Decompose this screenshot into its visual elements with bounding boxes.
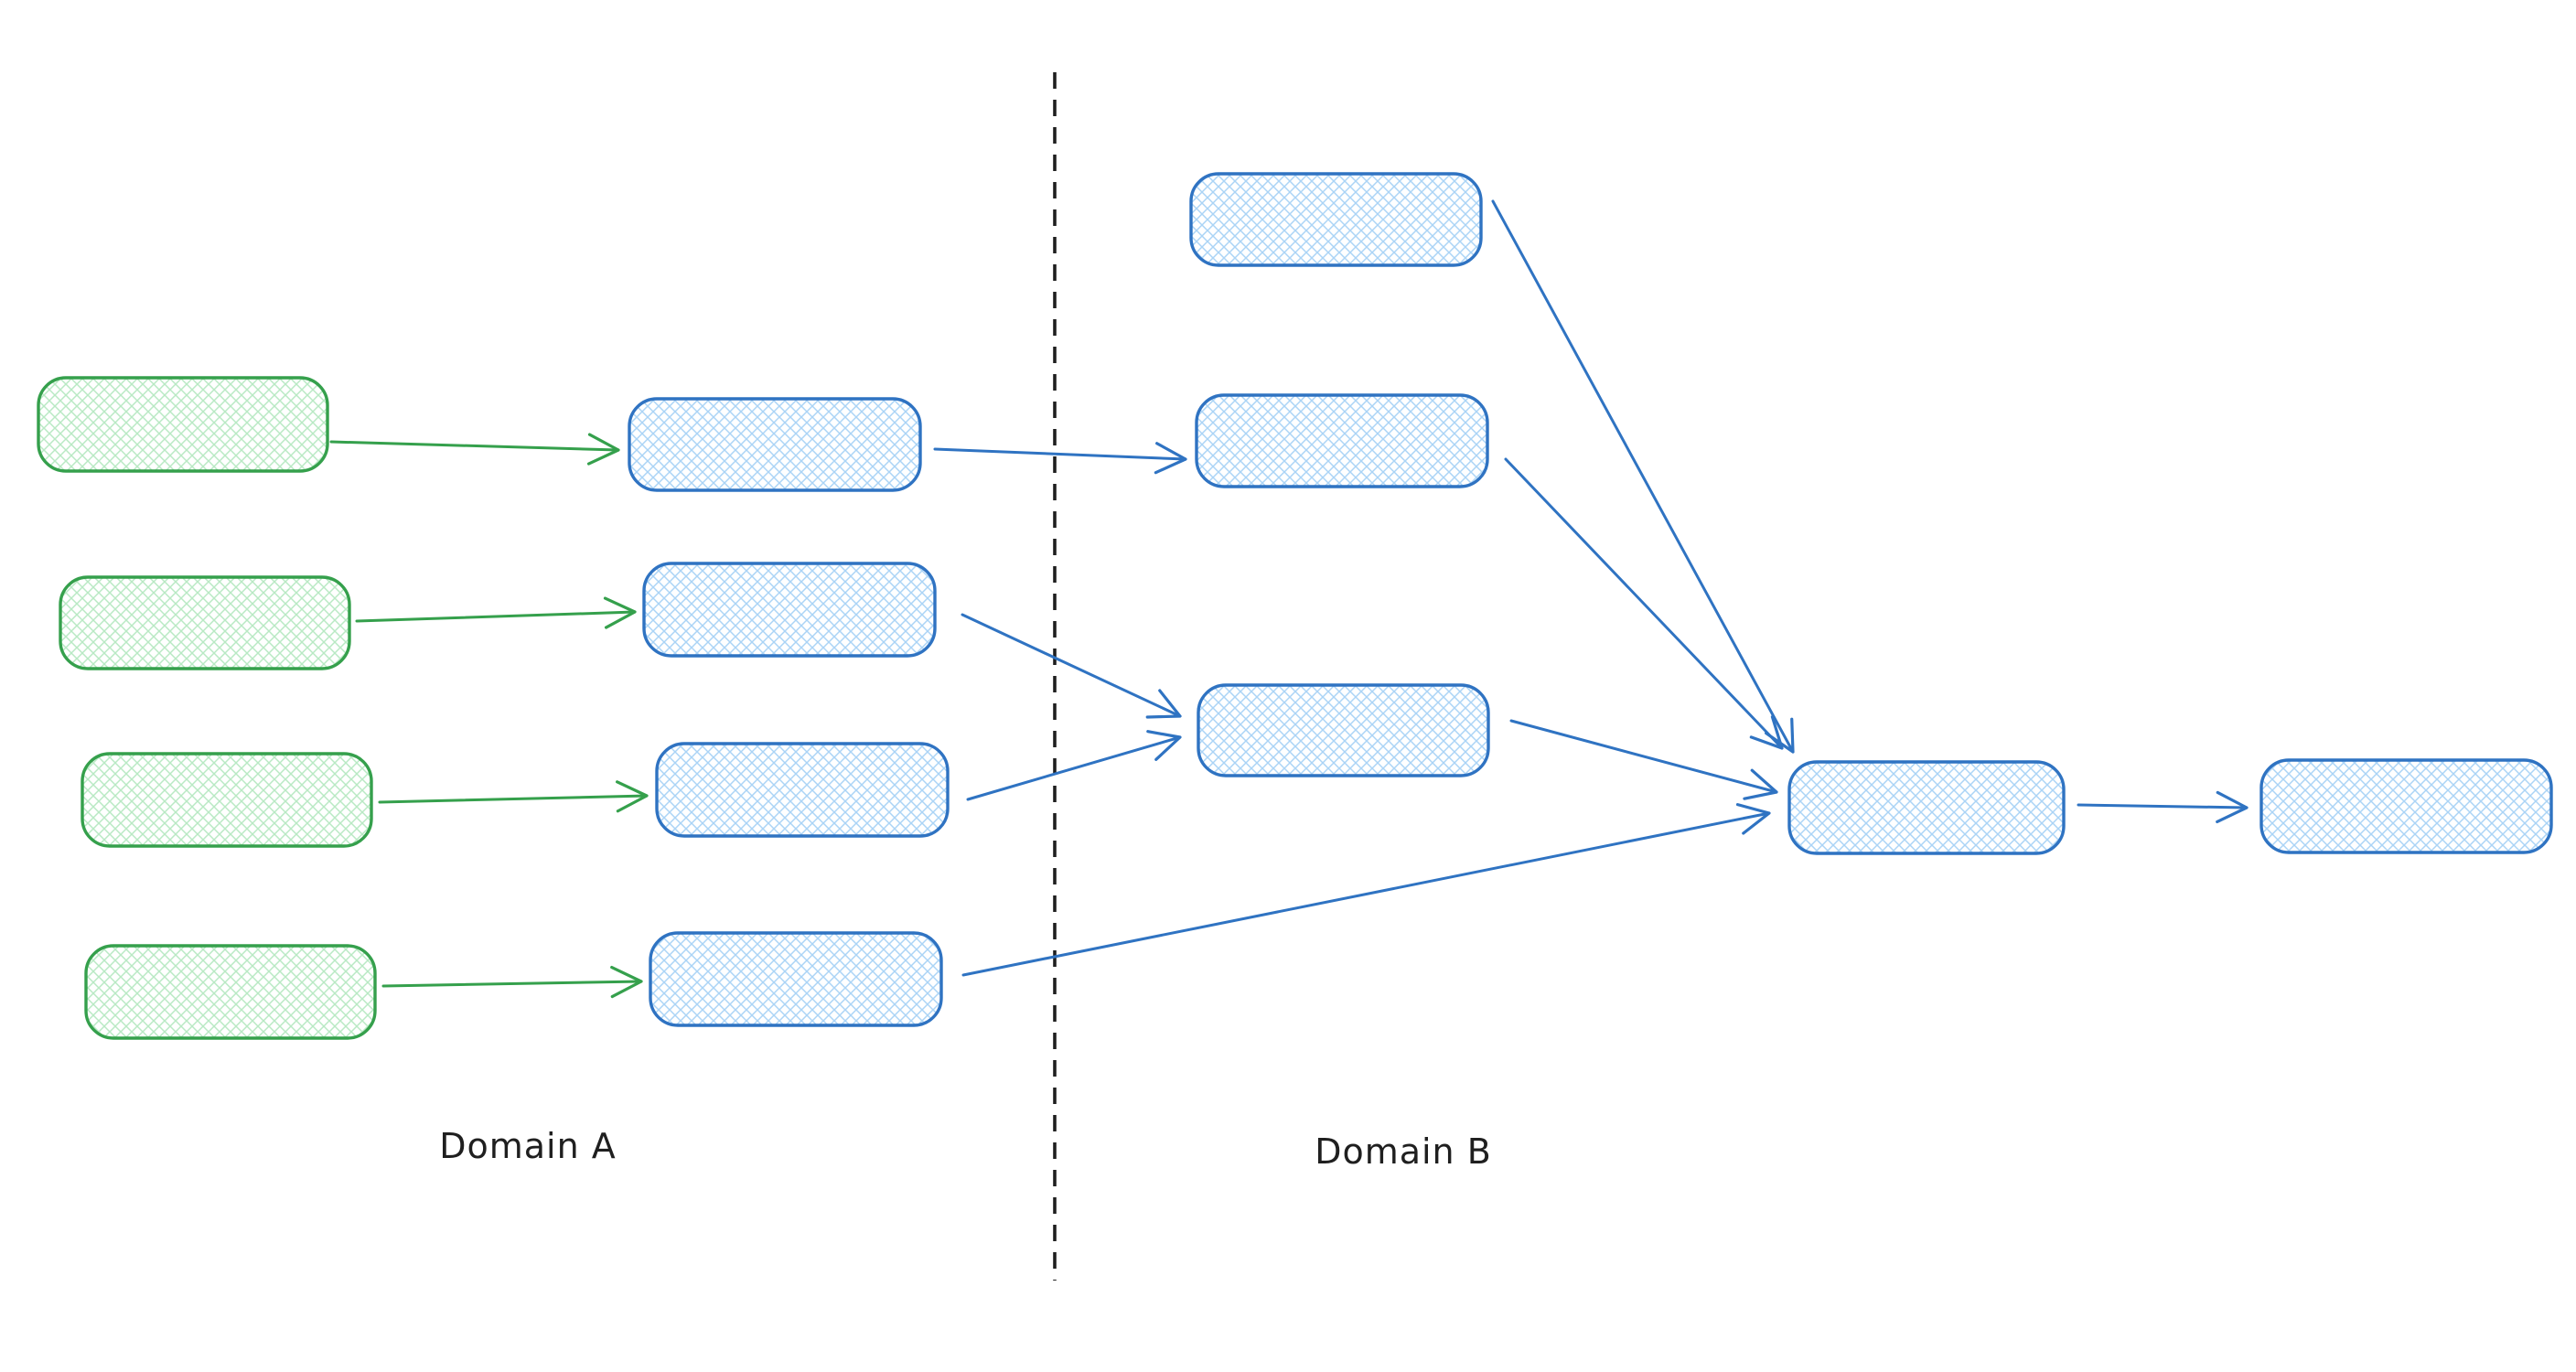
node-a-stage-3 [655,742,950,838]
domain-a-region [37,376,950,1040]
edge-a-stage-1-to-b-upper [933,442,1187,475]
domain-b-label: Domain B [1315,1131,1492,1172]
domain-a-label: Domain A [439,1126,617,1166]
node-b-upper [1195,393,1489,488]
edge-b-mid-to-b-hub [1509,719,1778,800]
edge-b-hub-to-b-output [2077,790,2249,824]
edge-a-stage-4-to-b-hub [961,803,1771,977]
edge-a-source-2-to-a-stage-2 [355,596,637,629]
node-a-source-2 [59,575,351,670]
domain-b-region [933,172,2553,977]
node-a-source-1 [37,376,329,473]
edge-a-source-4-to-a-stage-4 [381,965,643,999]
edge-b-upper-to-b-hub [1504,457,1784,750]
node-b-top [1189,172,1483,267]
edge-b-top-to-b-hub [1491,199,1795,754]
edge-a-stage-2-to-b-mid [961,613,1182,719]
node-b-output [2259,758,2553,854]
node-a-stage-1 [628,397,922,492]
node-b-hub [1787,760,2066,855]
edge-a-source-1-to-a-stage-1 [329,433,620,466]
node-a-source-4 [84,944,377,1040]
node-b-mid [1197,683,1490,777]
edge-a-stage-3-to-b-mid [966,730,1182,801]
node-a-stage-2 [642,562,937,658]
node-a-stage-4 [649,931,943,1027]
node-a-source-3 [80,752,373,848]
edge-a-source-3-to-a-stage-3 [378,780,649,813]
